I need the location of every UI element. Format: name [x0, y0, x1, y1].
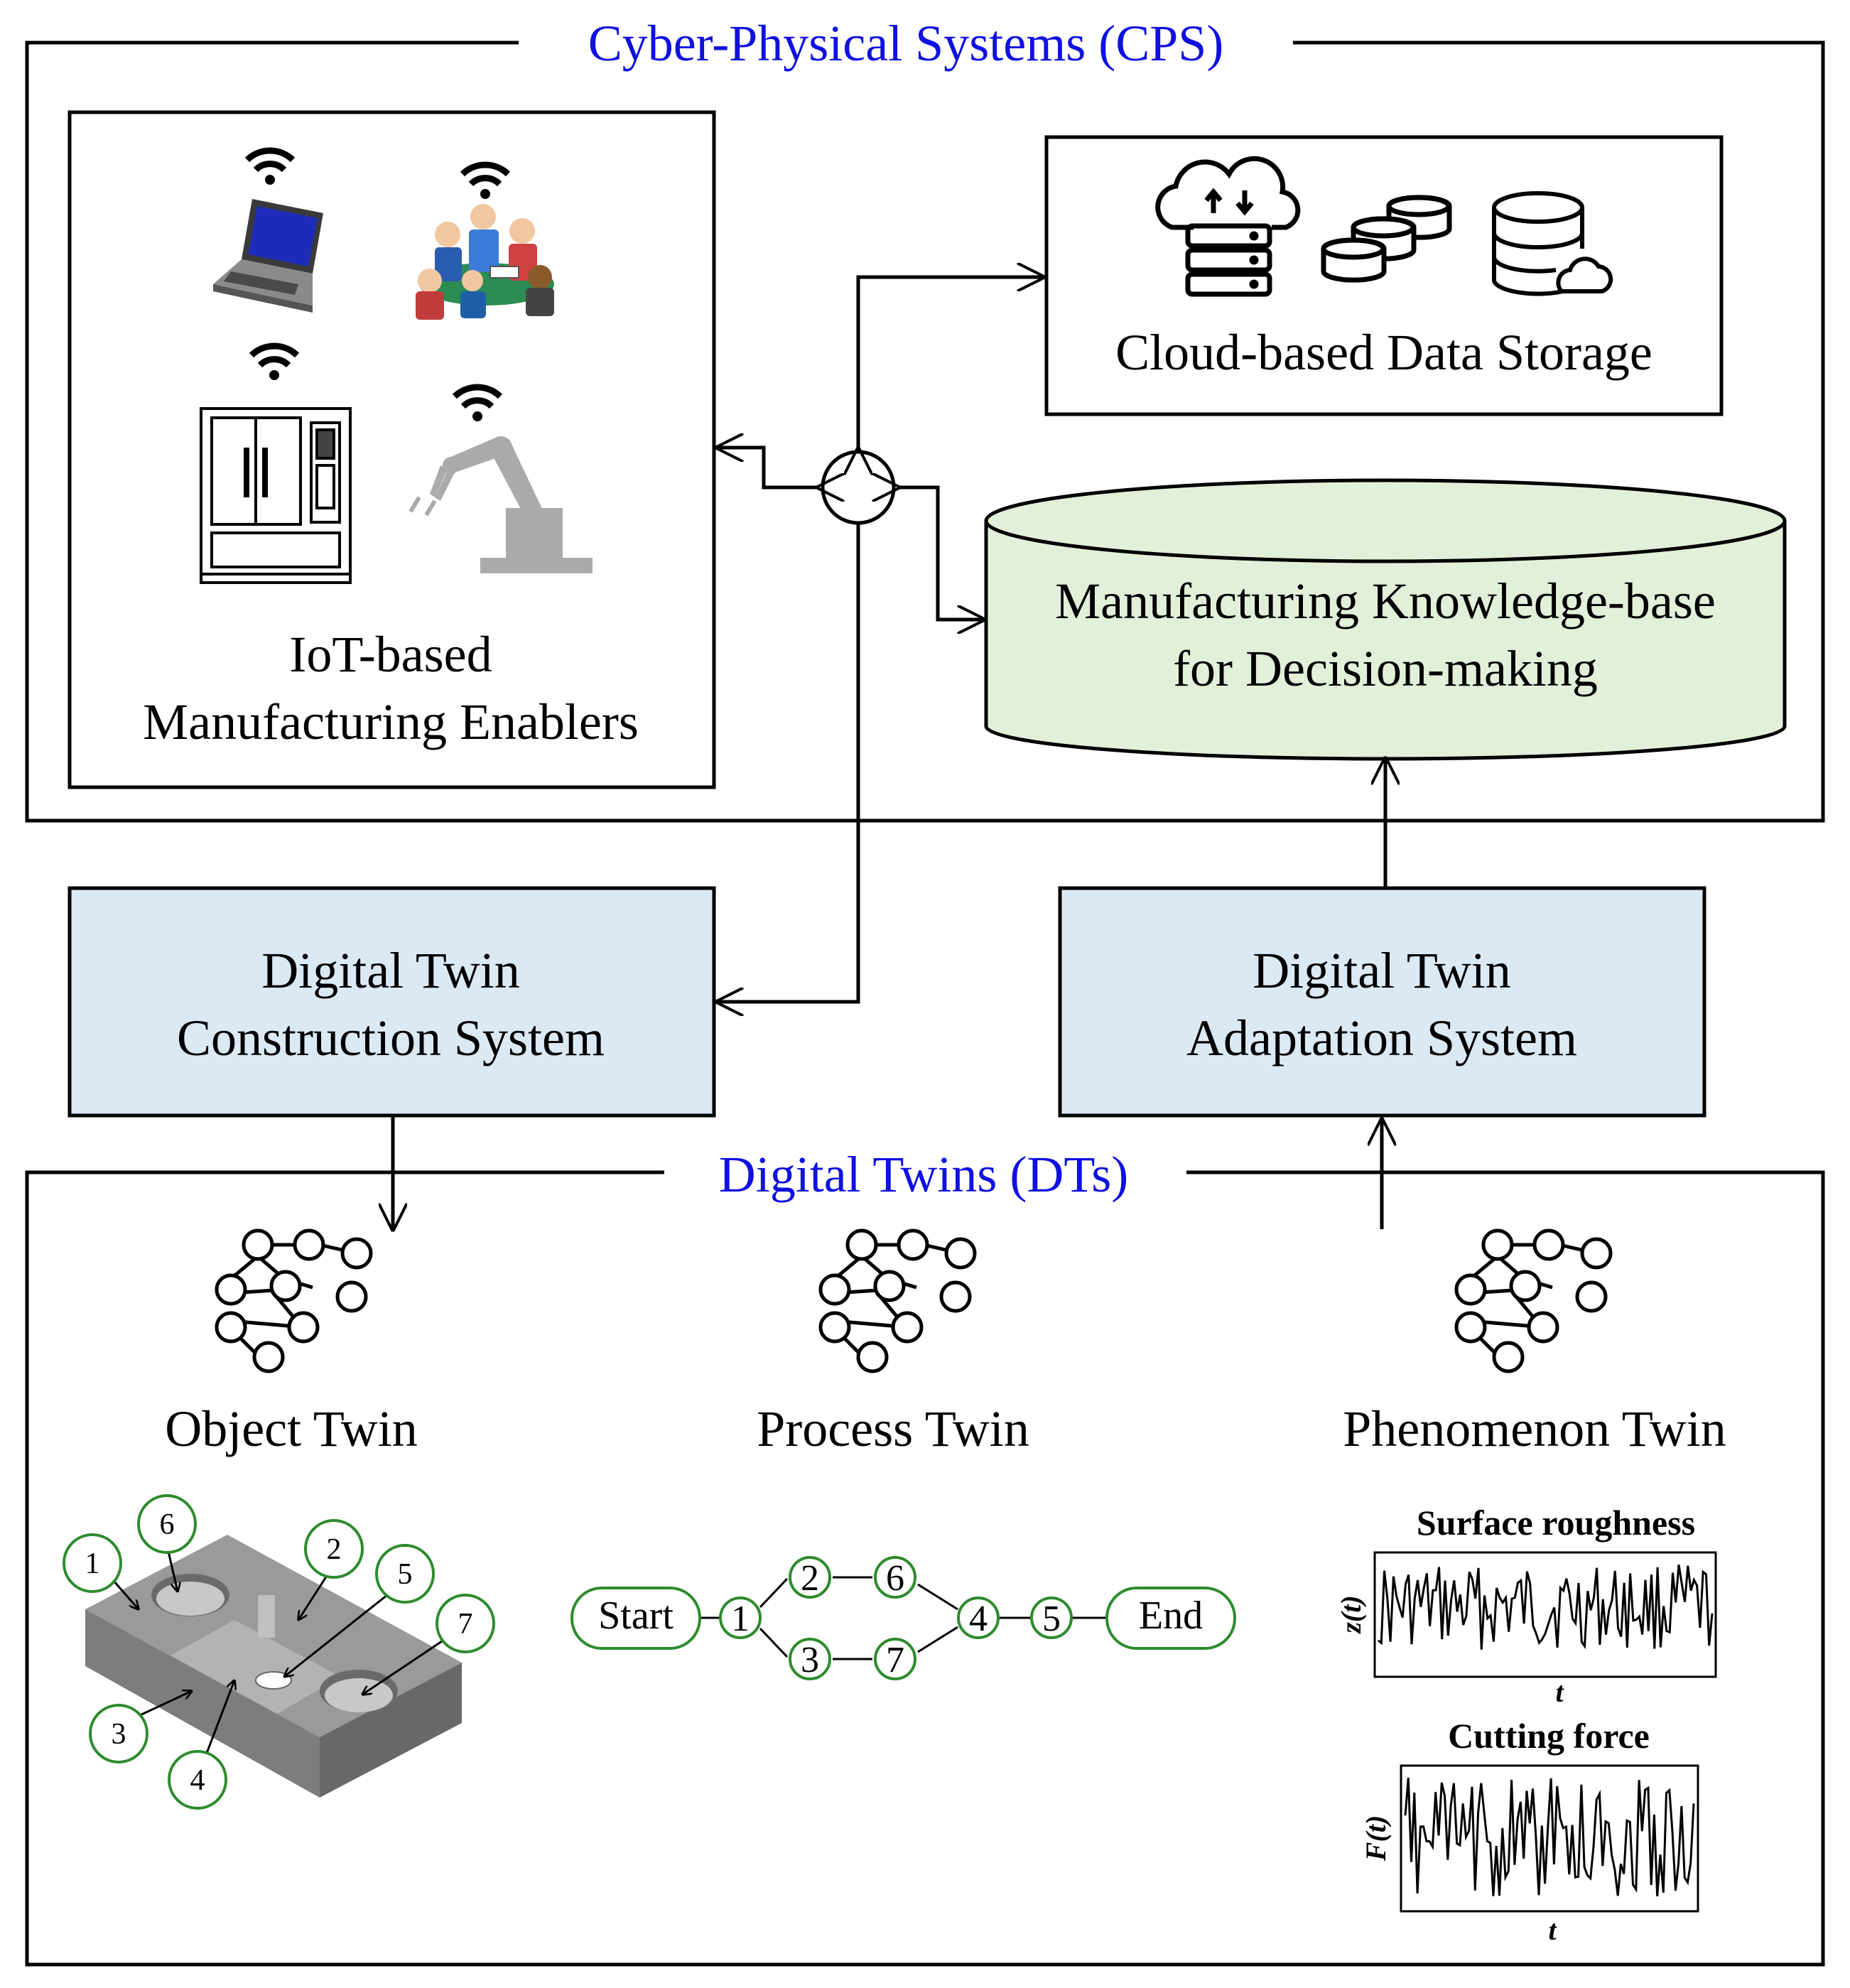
plot2-xlabel: t — [1548, 1914, 1557, 1946]
wifi-icon — [452, 384, 503, 421]
feature-callout-1: 1 — [63, 1533, 122, 1593]
dts-title: Digital Twins (DTs) — [719, 1146, 1129, 1203]
network-graph-icon — [215, 1228, 373, 1373]
svg-text:5: 5 — [398, 1558, 413, 1591]
robot-arm-icon — [409, 436, 593, 573]
plot2-ylabel: F(t) — [1360, 1815, 1392, 1862]
cloud-storage-box: Cloud-based Data Storage — [1044, 135, 1724, 416]
svg-text:4: 4 — [190, 1764, 205, 1797]
plot1-title: Surface roughness — [1417, 1503, 1695, 1543]
svg-text:End: End — [1139, 1594, 1203, 1638]
dt-adaptation-system-box: Digital Twin Adaptation System — [1058, 886, 1706, 1118]
svg-text:5: 5 — [1042, 1599, 1061, 1639]
cps-frame: Cyber-Physical Systems (CPS) — [25, 15, 1825, 823]
cloud-storage-label: Cloud-based Data Storage — [1115, 324, 1652, 381]
process-node-4: 4 — [957, 1597, 1000, 1639]
meeting-people-icon — [416, 204, 554, 320]
cutting-force-plot: Cutting force F(t) t — [1360, 1716, 1699, 1946]
svg-text:3: 3 — [801, 1640, 819, 1680]
svg-text:2: 2 — [327, 1533, 342, 1566]
wifi-icon — [249, 342, 300, 380]
network-graph-icon — [1456, 1231, 1611, 1371]
roughness-signal — [1378, 1564, 1714, 1650]
knowledge-base-cylinder: Manufacturing Knowledge-base for Decisio… — [984, 478, 1787, 761]
svg-text:4: 4 — [969, 1599, 988, 1639]
feature-callout-4: 4 — [168, 1750, 227, 1810]
surface-roughness-plot: Surface roughness z(t) t — [1335, 1503, 1717, 1708]
feature-callout-5: 5 — [375, 1544, 435, 1604]
svg-text:1: 1 — [85, 1547, 100, 1580]
process-end-node: End — [1105, 1587, 1236, 1650]
svg-text:7: 7 — [886, 1640, 904, 1680]
svg-text:2: 2 — [801, 1558, 819, 1599]
process-node-3: 3 — [789, 1638, 831, 1680]
cloud-database-icon — [1492, 191, 1613, 296]
process-node-1: 1 — [719, 1597, 762, 1639]
plot1-xlabel: t — [1555, 1676, 1564, 1708]
laptop-icon — [213, 199, 323, 313]
network-graph-icon — [821, 1231, 975, 1371]
process-node-5: 5 — [1030, 1597, 1073, 1639]
dt-construction-system-box: Digital Twin Construction System — [67, 886, 716, 1118]
process-node-6: 6 — [874, 1556, 916, 1599]
object-twin-label: Object Twin — [165, 1400, 418, 1457]
svg-text:Start: Start — [598, 1594, 674, 1638]
construction-line2: Construction System — [177, 1010, 605, 1066]
adaptation-line2: Adaptation System — [1186, 1010, 1577, 1066]
knowledge-base-line2: for Decision-making — [1173, 640, 1598, 697]
iot-label-line1: IoT-based — [289, 626, 492, 683]
cutting-force-signal — [1404, 1777, 1695, 1897]
feature-callout-2: 2 — [304, 1519, 364, 1579]
cps-connectors — [718, 277, 1043, 1002]
plot2-title: Cutting force — [1448, 1716, 1650, 1756]
dts-frame: Digital Twins (DTs) — [25, 1146, 1825, 1967]
svg-text:3: 3 — [112, 1718, 126, 1751]
feature-callout-7: 7 — [436, 1594, 495, 1653]
process-node-7: 7 — [874, 1638, 916, 1680]
process-start-node: Start — [570, 1587, 701, 1650]
knowledge-base-line1: Manufacturing Knowledge-base — [1055, 573, 1716, 630]
wifi-icon — [244, 147, 296, 185]
wifi-icon — [460, 161, 511, 199]
process-twin-label: Process Twin — [757, 1400, 1029, 1457]
feature-callout-6: 6 — [137, 1494, 197, 1554]
svg-text:7: 7 — [458, 1608, 473, 1641]
feature-callout-3: 3 — [89, 1704, 148, 1763]
hub-node — [821, 450, 896, 525]
iot-enablers-box: IoT-based Manufacturing Enablers — [67, 110, 716, 789]
svg-text:6: 6 — [886, 1558, 904, 1599]
adaptation-line1: Digital Twin — [1253, 942, 1511, 999]
object-twin-callouts: 1 6 2 5 7 3 4 — [63, 1494, 495, 1810]
construction-line1: Digital Twin — [261, 942, 520, 999]
plot1-ylabel: z(t) — [1335, 1595, 1367, 1634]
database-stack-icon — [1321, 195, 1452, 283]
svg-text:6: 6 — [160, 1508, 175, 1541]
iot-label-line2: Manufacturing Enablers — [143, 693, 639, 750]
cloud-server-icon — [1155, 156, 1301, 297]
svg-text:1: 1 — [731, 1599, 750, 1639]
phenomenon-twin-label: Phenomenon Twin — [1343, 1400, 1726, 1457]
cps-title: Cyber-Physical Systems (CPS) — [588, 15, 1224, 72]
process-flow: Start End 1 2 6 3 7 4 5 — [570, 1556, 1236, 1680]
process-node-2: 2 — [789, 1556, 831, 1599]
cnc-machine-icon — [200, 407, 352, 584]
